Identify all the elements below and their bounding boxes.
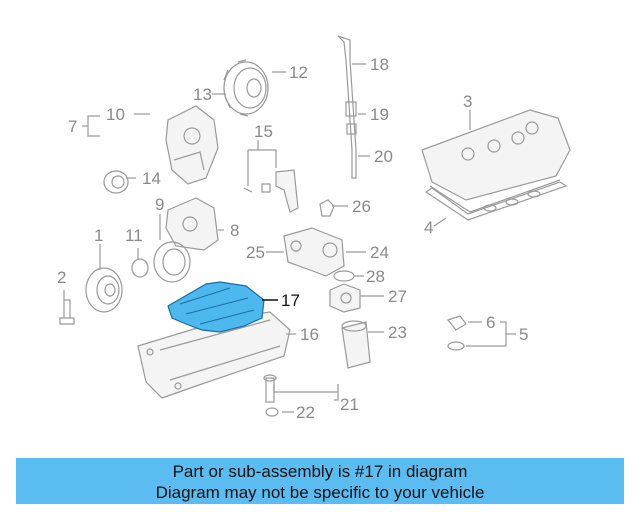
valve-cover-gasket xyxy=(424,181,568,221)
callout-2: 2 xyxy=(57,268,66,287)
callout-20: 20 xyxy=(374,147,393,166)
drain-fitting xyxy=(263,374,279,417)
callout-4: 4 xyxy=(424,218,433,237)
callout-7: 7 xyxy=(68,117,77,136)
banner-line-disclaimer: Diagram may not be specific to your vehi… xyxy=(155,483,485,502)
callout-8: 8 xyxy=(230,221,239,240)
callout-25: 25 xyxy=(246,243,265,262)
crank-pulley-small xyxy=(103,170,129,194)
part-info-banner: Part or sub-assembly is #17 in diagram D… xyxy=(16,458,624,504)
callout-3: 3 xyxy=(463,92,472,111)
callout-6: 6 xyxy=(486,313,495,332)
callout-19: 19 xyxy=(370,105,389,124)
callout-12: 12 xyxy=(289,63,308,82)
valve-cover xyxy=(421,109,571,213)
banner-line-part: Part or sub-assembly is #17 in diagram xyxy=(172,462,468,481)
crank-pulley xyxy=(85,267,123,313)
gasket-ring xyxy=(333,270,355,282)
oil-filter-housing xyxy=(283,227,345,277)
callout-9: 9 xyxy=(155,195,164,214)
callout-10: 10 xyxy=(106,105,125,124)
callout-labels: 1 2 3 4 5 6 7 8 9 10 11 12 13 14 15 16 1… xyxy=(57,55,528,422)
sensor xyxy=(319,199,335,217)
camshaft-sprocket xyxy=(223,59,269,117)
callout-26: 26 xyxy=(352,197,371,216)
leader-lines xyxy=(63,63,516,413)
callout-13: 13 xyxy=(193,85,212,104)
callout-14: 14 xyxy=(142,169,161,188)
timing-cover xyxy=(165,105,219,185)
callout-18: 18 xyxy=(370,55,389,74)
callout-1: 1 xyxy=(94,226,103,245)
callout-28: 28 xyxy=(366,267,385,286)
oil-cooler xyxy=(329,283,361,313)
callout-15: 15 xyxy=(254,122,273,141)
callout-24: 24 xyxy=(370,243,389,262)
callout-16: 16 xyxy=(300,325,319,344)
callout-27: 27 xyxy=(388,287,407,306)
callout-5: 5 xyxy=(519,325,528,344)
highlighted-part-17[interactable] xyxy=(167,281,265,333)
oil-filter xyxy=(341,320,371,369)
seal-ring xyxy=(131,241,191,283)
callout-21: 21 xyxy=(340,395,359,414)
callout-22: 22 xyxy=(296,403,315,422)
bolt xyxy=(59,299,75,325)
callout-23: 23 xyxy=(388,323,407,342)
small-plug-parts xyxy=(446,315,467,351)
callout-17: 17 xyxy=(281,291,300,310)
callout-11: 11 xyxy=(125,226,143,245)
oil-pump-housing xyxy=(165,197,219,251)
dipstick-tube xyxy=(337,35,357,179)
bracket-parts xyxy=(243,150,299,213)
